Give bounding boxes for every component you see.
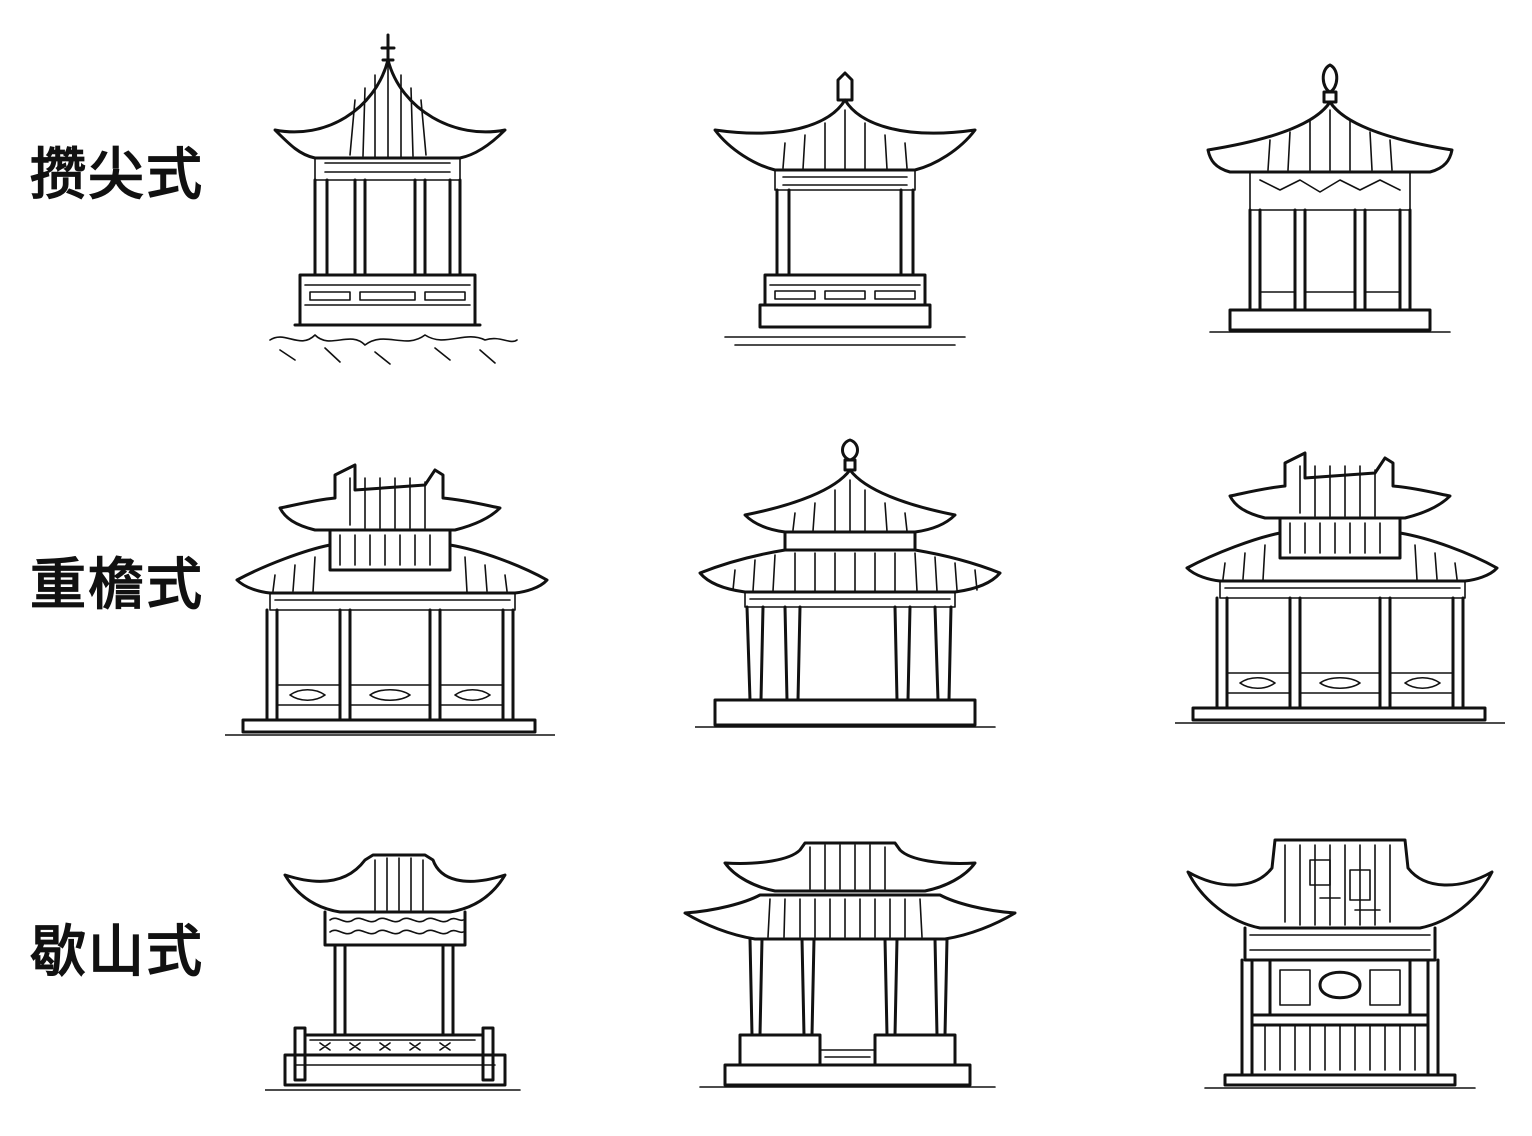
row-label-hip-gable: 歇山式 (30, 920, 204, 985)
pavilion-pyramidal-2 (705, 65, 985, 365)
row-label-double-eave: 重檐式 (30, 553, 204, 618)
pavilion-hip-gable-2 (680, 835, 1020, 1095)
pavilion-double-eave-2 (695, 435, 1005, 735)
pavilion-double-eave-3 (1175, 448, 1505, 728)
pavilion-pyramidal-1 (255, 30, 525, 370)
pavilion-pyramidal-3 (1200, 60, 1460, 340)
pavilion-double-eave-1 (225, 460, 555, 740)
pavilion-hip-gable-3 (1180, 830, 1500, 1095)
pavilion-hip-gable-1 (265, 850, 525, 1100)
row-label-pyramidal: 攒尖式 (30, 143, 204, 208)
